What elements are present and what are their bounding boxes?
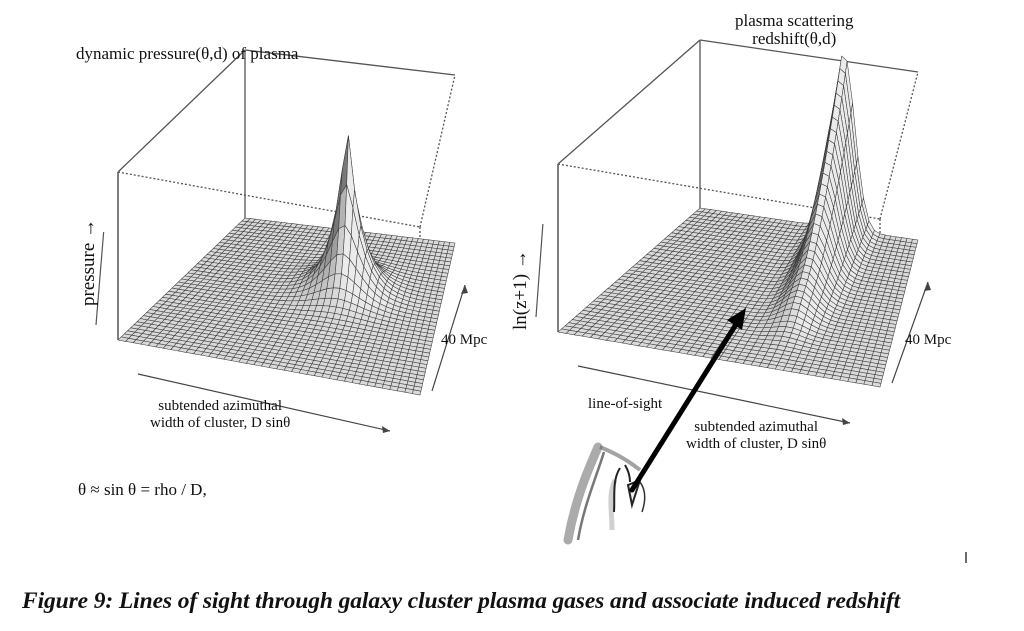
axis-arrows <box>535 223 931 425</box>
plot1-title: dynamic pressure(θ,d) of plasma <box>76 44 299 63</box>
y-axis-arrow <box>431 284 466 392</box>
approximation-equation: θ ≈ sin θ = rho / D, <box>78 480 207 499</box>
bounding-box-edge <box>244 49 456 76</box>
bounding-box-edge <box>879 71 919 220</box>
line-of-sight-arrow <box>629 308 746 493</box>
bounding-box-edge <box>699 39 919 73</box>
plot2-title-line1: plasma scattering <box>735 11 854 30</box>
plot2-title: plasma scattering redshift(θ,d) <box>735 12 854 48</box>
z-axis-line <box>95 231 105 326</box>
redshift-surface-plot <box>535 39 931 425</box>
plot2-ylabel: 40 Mpc <box>905 332 952 348</box>
line-of-sight-label: line-of-sight <box>588 396 663 412</box>
y-axis-arrowhead <box>924 282 931 291</box>
surface-cell <box>412 389 422 396</box>
bounding-box-edge <box>557 39 701 165</box>
plot1-xlabel-line2: width of cluster, D sinθ <box>150 415 291 432</box>
x-axis-arrow <box>577 365 851 424</box>
z-axis-line <box>535 223 544 318</box>
eye-sketch-icon <box>563 442 646 545</box>
bounding-box-edge <box>117 171 421 228</box>
surface-mesh <box>557 55 919 388</box>
y-axis-arrowhead <box>461 285 468 294</box>
plot2-xlabel-line2: width of cluster, D sinθ <box>686 436 827 453</box>
plot2-zlabel: ln(z+1) → <box>510 250 531 330</box>
plot1-xlabel: subtended azimuthal width of cluster, D … <box>150 398 290 433</box>
axis-arrows <box>95 231 468 433</box>
x-axis-arrowhead <box>382 426 390 433</box>
bounding-box-edge <box>419 74 456 228</box>
plot1-ylabel: 40 Mpc <box>441 332 488 348</box>
plot2-xlabel-line1: subtended azimuthal <box>694 419 819 435</box>
plot2-title-line2: redshift(θ,d) <box>752 28 837 48</box>
plot1-xlabel-line1: subtended azimuthal <box>158 398 283 414</box>
surface-mesh <box>117 135 456 396</box>
surface-cell <box>871 381 882 388</box>
plot1-zlabel: pressure → <box>78 218 99 306</box>
x-axis-arrowhead <box>842 418 850 425</box>
bounding-box-edge <box>117 49 246 173</box>
x-axis-arrow <box>137 373 391 432</box>
y-axis-arrow <box>891 281 929 384</box>
plot2-xlabel: subtended azimuthal width of cluster, D … <box>686 419 826 454</box>
pressure-surface-plot <box>95 49 468 433</box>
figure-caption: Figure 9: Lines of sight through galaxy … <box>22 588 901 614</box>
